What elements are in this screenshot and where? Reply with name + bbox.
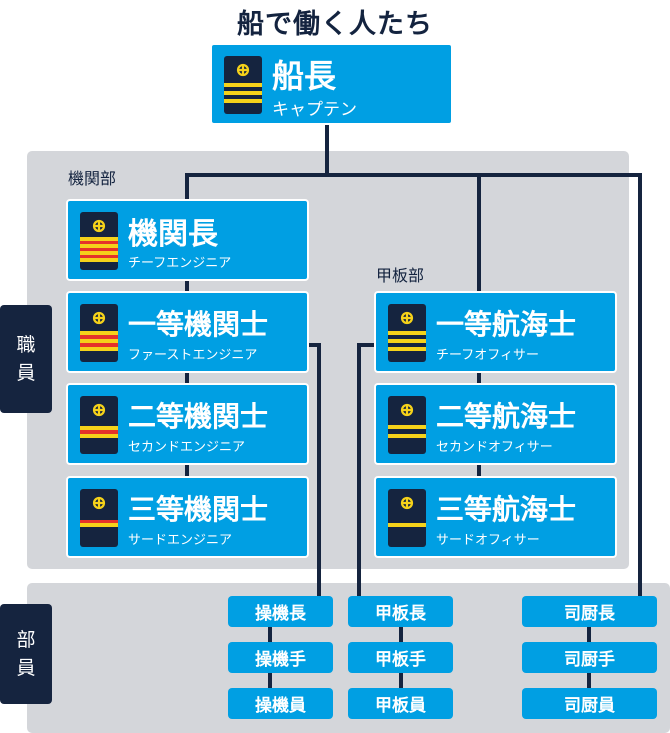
chief-officer-box: 一等航海士 チーフオフィサー (374, 291, 617, 373)
third-engineer-box: 三等機関士 サードエンジニア (66, 476, 309, 558)
first-engineer-box: 一等機関士 ファーストエンジニア (66, 291, 309, 373)
deck-crew-rating-box: 甲板手 (348, 642, 453, 673)
captain-name: 船長 (272, 57, 337, 95)
first-engineer-name: 一等機関士 (128, 308, 269, 341)
third-officer-subtitle: サードオフィサー (436, 533, 540, 548)
second-engineer-name: 二等機関士 (128, 400, 269, 433)
deck-crew-boatswain-box: 甲板長 (348, 596, 453, 627)
crew-tab-char-1: 部 (16, 629, 36, 651)
engine-crew-member-box: 操機員 (228, 688, 333, 719)
second-officer-name: 二等航海士 (436, 400, 577, 433)
galley-chief-box: 司厨長 (522, 596, 657, 627)
second-officer-subtitle: セカンドオフィサー (436, 440, 553, 455)
third-officer-box: 三等航海士 サードオフィサー (374, 476, 617, 558)
galley-member-box: 司厨員 (522, 688, 657, 719)
third-engineer-epaulette-icon (80, 489, 118, 547)
galley-rating-box: 司厨手 (522, 642, 657, 673)
engine-crew-rating-box: 操機手 (228, 642, 333, 673)
chief-engineer-subtitle: チーフエンジニア (128, 256, 232, 271)
engine-crew-boatswain-box: 操機長 (228, 596, 333, 627)
third-officer-epaulette-icon (388, 489, 426, 547)
chief-officer-name: 一等航海士 (436, 308, 577, 341)
chief-engineer-box: 機関長 チーフエンジニア (66, 199, 309, 281)
third-engineer-subtitle: サードエンジニア (128, 533, 233, 548)
deck-department-label: 甲板部 (376, 266, 425, 285)
third-engineer-name: 三等機関士 (128, 493, 269, 526)
first-engineer-epaulette-icon (80, 304, 118, 362)
chief-officer-subtitle: チーフオフィサー (436, 348, 539, 363)
crew-tab: 部 員 (0, 604, 52, 704)
deck-crew-member-box: 甲板員 (348, 688, 453, 719)
second-engineer-subtitle: セカンドエンジニア (128, 440, 246, 455)
captain-epaulette-icon (224, 56, 262, 114)
chief-engineer-name: 機関長 (128, 217, 218, 252)
captain-subtitle: キャプテン (272, 100, 357, 120)
officers-tab: 職 員 (0, 305, 52, 413)
second-engineer-epaulette-icon (80, 396, 118, 454)
first-engineer-subtitle: ファーストエンジニア (128, 348, 258, 363)
second-officer-epaulette-icon (388, 396, 426, 454)
page-title: 船で働く人たち (237, 9, 433, 40)
officers-tab-char-2: 員 (16, 362, 36, 384)
crew-tab-char-2: 員 (16, 657, 36, 679)
engine-department-label: 機関部 (68, 169, 117, 188)
chief-engineer-epaulette-icon (80, 212, 118, 270)
captain-box: 船長 キャプテン (210, 43, 453, 125)
chief-officer-epaulette-icon (388, 304, 426, 362)
second-engineer-box: 二等機関士 セカンドエンジニア (66, 383, 309, 465)
officers-tab-char-1: 職 (16, 334, 36, 356)
third-officer-name: 三等航海士 (436, 493, 577, 526)
second-officer-box: 二等航海士 セカンドオフィサー (374, 383, 617, 465)
